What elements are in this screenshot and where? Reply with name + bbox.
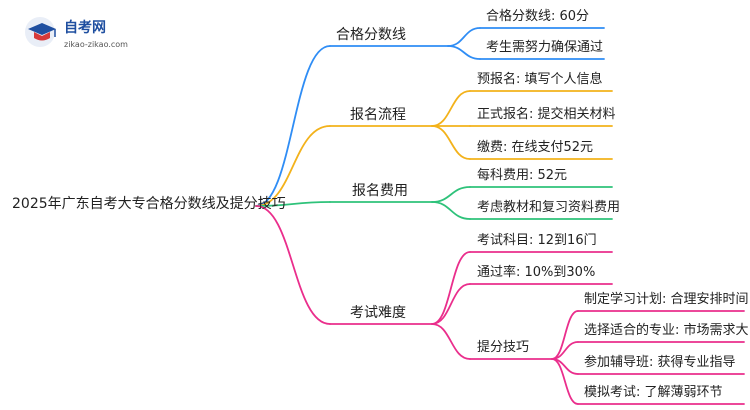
node-study-plan: 制定学习计划: 合理安排时间: [584, 292, 749, 307]
connector-process-child-1: [431, 90, 471, 127]
node-payment: 缴费: 在线支付52元: [477, 140, 594, 155]
node-exam-subjects: 考试科目: 12到16门: [477, 233, 597, 248]
logo-url: zikao-zikao.com: [64, 40, 128, 49]
logo-name: 自考网: [64, 20, 106, 36]
connector-root-to-registration-process: [255, 125, 331, 207]
node-passing-score-60: 合格分数线: 60分: [486, 9, 590, 24]
connector-tips-child-1: [551, 310, 579, 360]
node-mock-exam: 模拟考试: 了解薄弱环节: [584, 385, 723, 400]
node-score-tips: 提分技巧: [477, 340, 530, 355]
branch-registration-process: 报名流程: [350, 107, 406, 123]
node-tutoring-class: 参加辅导班: 获得专业指导: [584, 355, 736, 370]
site-logo: 自考网 zikao-zikao.com: [22, 14, 142, 54]
node-ensure-pass: 考生需努力确保通过: [486, 40, 604, 55]
root-node: 2025年广东自考大专合格分数线及提分技巧: [12, 196, 286, 212]
connector-root-to-passing-score: [255, 45, 331, 207]
graduation-cap-icon: [25, 17, 56, 47]
connector-difficulty-child-3: [431, 323, 471, 360]
node-pre-registration: 预报名: 填写个人信息: [477, 72, 603, 87]
node-formal-registration: 正式报名: 提交相关材料: [477, 107, 616, 122]
connector-fee-child-1: [431, 186, 471, 203]
connector-root-to-registration-fee: [255, 201, 331, 207]
branch-exam-difficulty: 考试难度: [350, 305, 406, 321]
connector-difficulty-child-2: [431, 283, 471, 325]
node-pass-rate: 通过率: 10%到30%: [477, 265, 596, 280]
connector-process-child-3: [431, 125, 471, 160]
branch-registration-fee: 报名费用: [352, 183, 408, 199]
connector-fee-child-2: [431, 201, 471, 220]
connector-difficulty-child-1: [431, 251, 471, 325]
connector-root-to-exam-difficulty: [255, 205, 331, 325]
node-choose-major: 选择适合的专业: 市场需求大: [584, 323, 749, 338]
connector-passing-score-child-1: [447, 27, 481, 47]
connector-passing-score-child-2: [447, 45, 481, 60]
node-fee-per-subject: 每科费用: 52元: [477, 168, 568, 183]
branch-passing-score: 合格分数线: [336, 27, 406, 43]
node-textbook-cost: 考虑教材和复习资料费用: [477, 200, 621, 215]
connector-tips-child-4: [551, 358, 579, 405]
